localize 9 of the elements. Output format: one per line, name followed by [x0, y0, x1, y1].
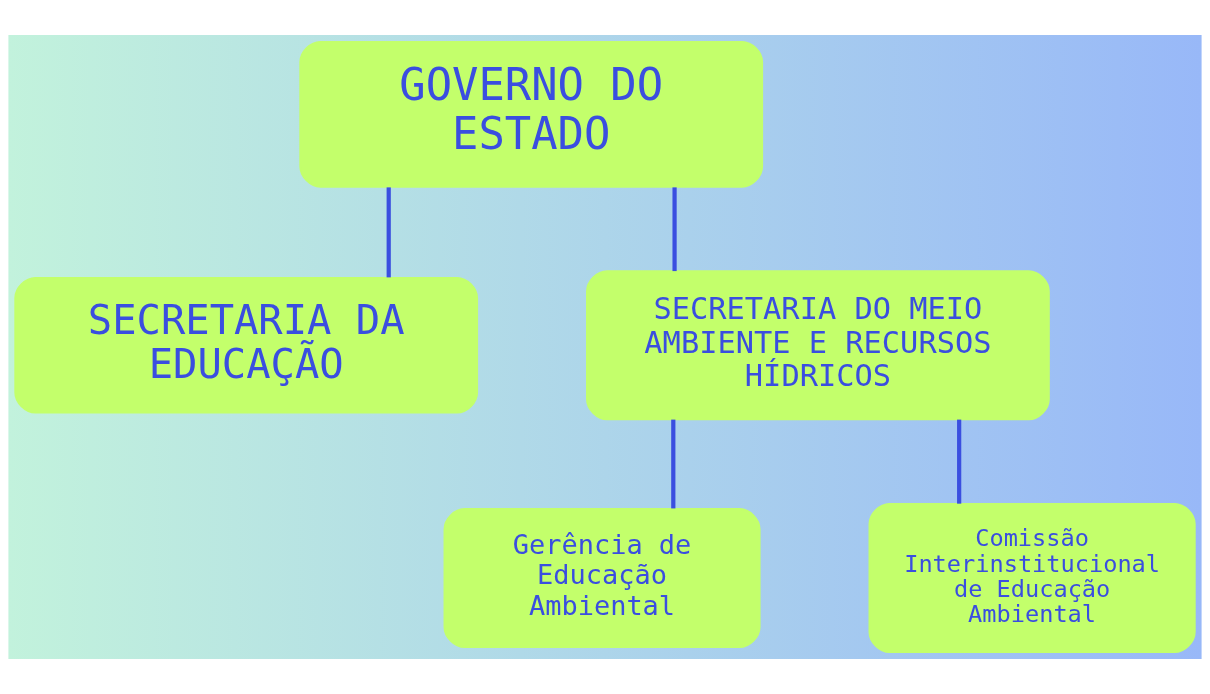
connector	[386, 187, 391, 278]
node-box: Gerência de Educação Ambiental	[443, 508, 761, 649]
node-box: SECRETARIA DO MEIO AMBIENTE E RECURSOS HÍDRICOS	[586, 270, 1050, 421]
connector	[671, 419, 676, 509]
node-box: SECRETARIA DA EDUCAÇÃO	[14, 277, 479, 414]
connector	[957, 419, 962, 504]
node-box: GOVERNO DO ESTADO	[299, 40, 764, 188]
node-box: Comissão Interinstitucional de Educação Ambiental	[868, 503, 1196, 654]
connector	[672, 187, 677, 272]
